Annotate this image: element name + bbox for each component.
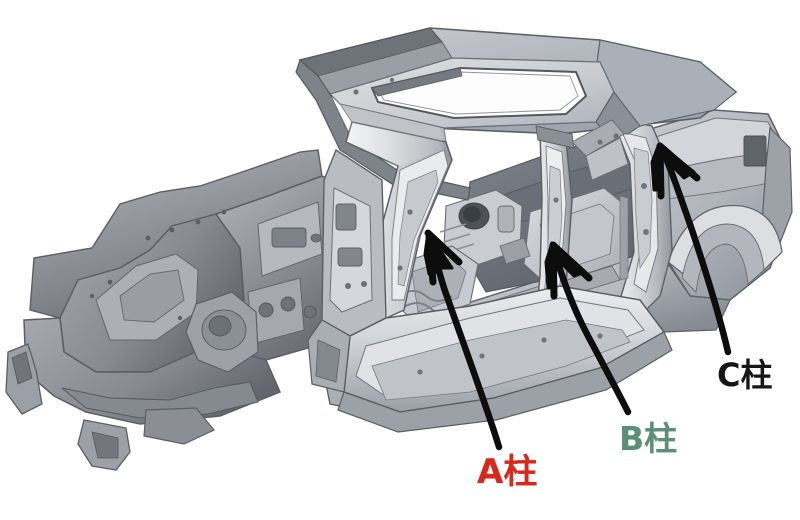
annotation-arrows: [423, 142, 732, 451]
arrow-a-pillar: [423, 229, 503, 451]
a-pillar-structure: [321, 96, 453, 337]
rocker-panel-sill: [307, 285, 673, 433]
arrow-c-pillar: [650, 142, 732, 356]
label-c-pillar: C柱: [717, 356, 773, 394]
front-engine-bay-structure: [5, 149, 337, 471]
roof-panel-with-sunroof: [295, 27, 738, 201]
label-b-pillar: B柱: [619, 419, 678, 458]
label-a-pillar: A柱: [477, 452, 538, 492]
arrow-b-pillar: [544, 241, 632, 416]
